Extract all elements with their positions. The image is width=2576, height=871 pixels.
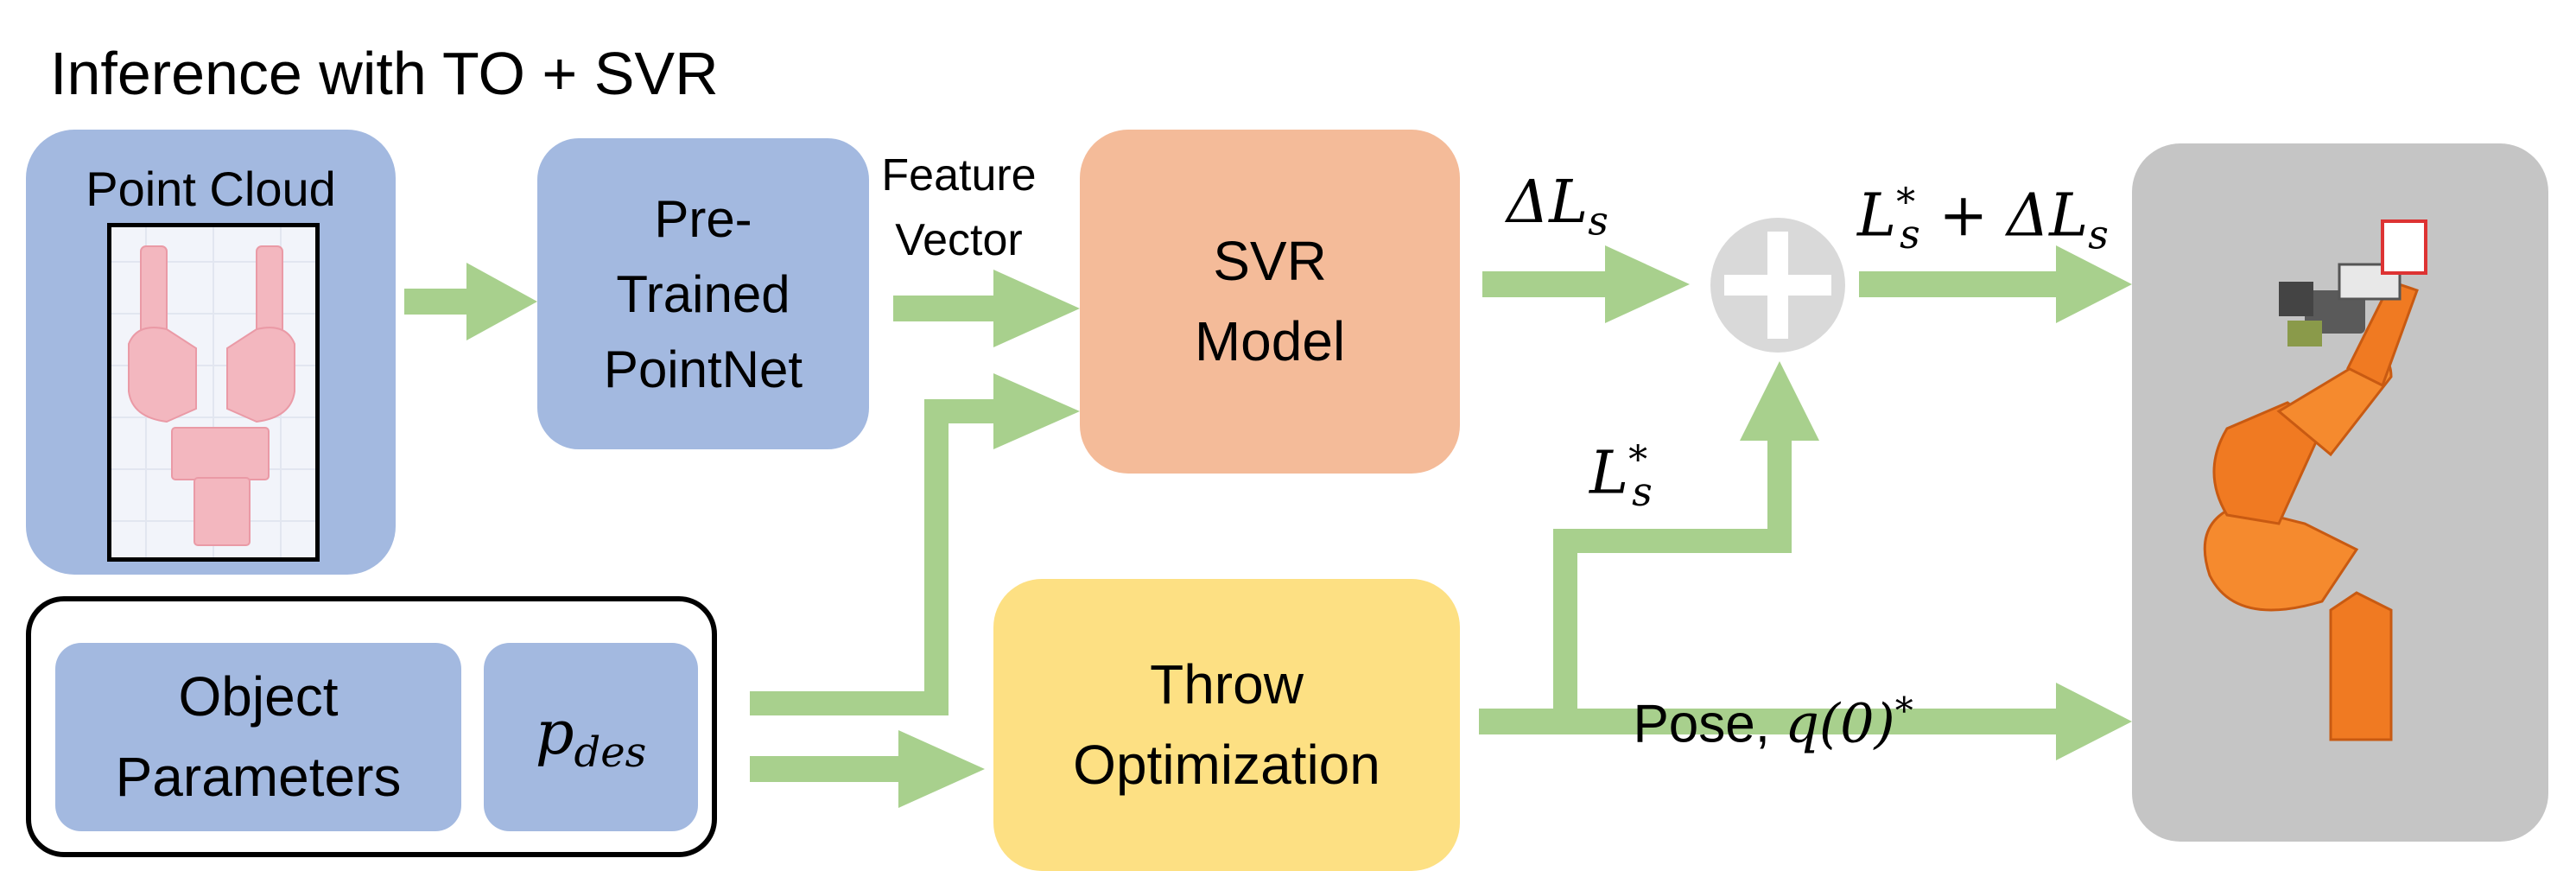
arrow-params-to-svr-head <box>993 373 1080 449</box>
arrow-sum-to-robot-head <box>2056 245 2132 323</box>
delta-ls-label: ΔLs <box>1507 164 1608 260</box>
feature-vector-label: Feature Vector <box>881 150 1037 266</box>
arrow-sum-to-robot <box>1859 271 2066 297</box>
p-des-box: pdes <box>484 643 698 831</box>
p-des-sub: des <box>574 728 647 777</box>
svr-model-box: SVR Model <box>1080 130 1460 474</box>
robot-panel <box>2132 143 2548 842</box>
pose-label-text: Pose, <box>1633 694 1786 754</box>
arrow-params-to-throw-head <box>898 730 985 808</box>
sum-output-text: L <box>1857 181 1897 251</box>
point-cloud-label: Point Cloud <box>86 162 336 216</box>
arrow-throw-to-sum-head <box>1740 361 1819 441</box>
arrow-pointcloud-to-pointnet <box>404 289 479 315</box>
ls-star-text: L <box>1589 439 1629 508</box>
arrow-pointcloud-to-pointnet-head <box>466 263 537 340</box>
sum-output-sub2: s <box>2088 211 2109 258</box>
diagram-title: Inference with TO + SVR <box>50 40 719 107</box>
ls-star-label: L*s <box>1589 422 1653 531</box>
arrow-pointnet-to-svr-head <box>993 270 1080 347</box>
sum-operator-icon <box>1710 218 1845 353</box>
object-parameters-box: Object Parameters <box>55 643 461 831</box>
connector-throw-to-sum-h <box>1553 529 1792 553</box>
sum-output-label: L*s + ΔLs <box>1857 164 2109 273</box>
connector-params-to-svr-v <box>924 399 949 715</box>
pose-label: Pose, q(0)* <box>1603 594 1913 764</box>
gripper-pointcloud-icon <box>111 227 315 557</box>
pose-label-sup: * <box>1894 690 1913 732</box>
delta-ls-text: ΔL <box>1507 168 1589 237</box>
arrow-params-to-throw <box>750 756 905 782</box>
throw-optimization-box: Throw Optimization <box>993 579 1460 871</box>
connector-params-to-svr-h <box>750 691 936 715</box>
sum-output-rest: + ΔL <box>1919 181 2089 251</box>
arrow-pointnet-to-svr <box>893 296 1006 321</box>
arrow-svr-to-sum-head <box>1605 245 1690 323</box>
pose-label-math: q(0) <box>1785 691 1895 755</box>
p-des-base: p <box>535 697 574 768</box>
p-des-symbol: pdes <box>536 697 647 777</box>
sum-output-sup: * <box>1896 181 1916 225</box>
delta-ls-sub: s <box>1588 197 1608 245</box>
connector-throw-to-sum-v <box>1553 529 1577 734</box>
sum-output-sub: s <box>1900 211 1920 258</box>
input-parameters-group <box>26 596 717 857</box>
connector-throw-to-sum-v2 <box>1767 432 1792 553</box>
point-cloud-image <box>107 223 320 562</box>
robot-arm-icon <box>2203 219 2427 741</box>
ls-star-sub: s <box>1632 468 1653 516</box>
arrow-throw-to-robot-head <box>2056 683 2132 760</box>
ls-star-sup: * <box>1628 438 1648 482</box>
arrow-svr-to-sum <box>1482 271 1612 297</box>
pointnet-box: Pre- Trained PointNet <box>537 138 869 449</box>
